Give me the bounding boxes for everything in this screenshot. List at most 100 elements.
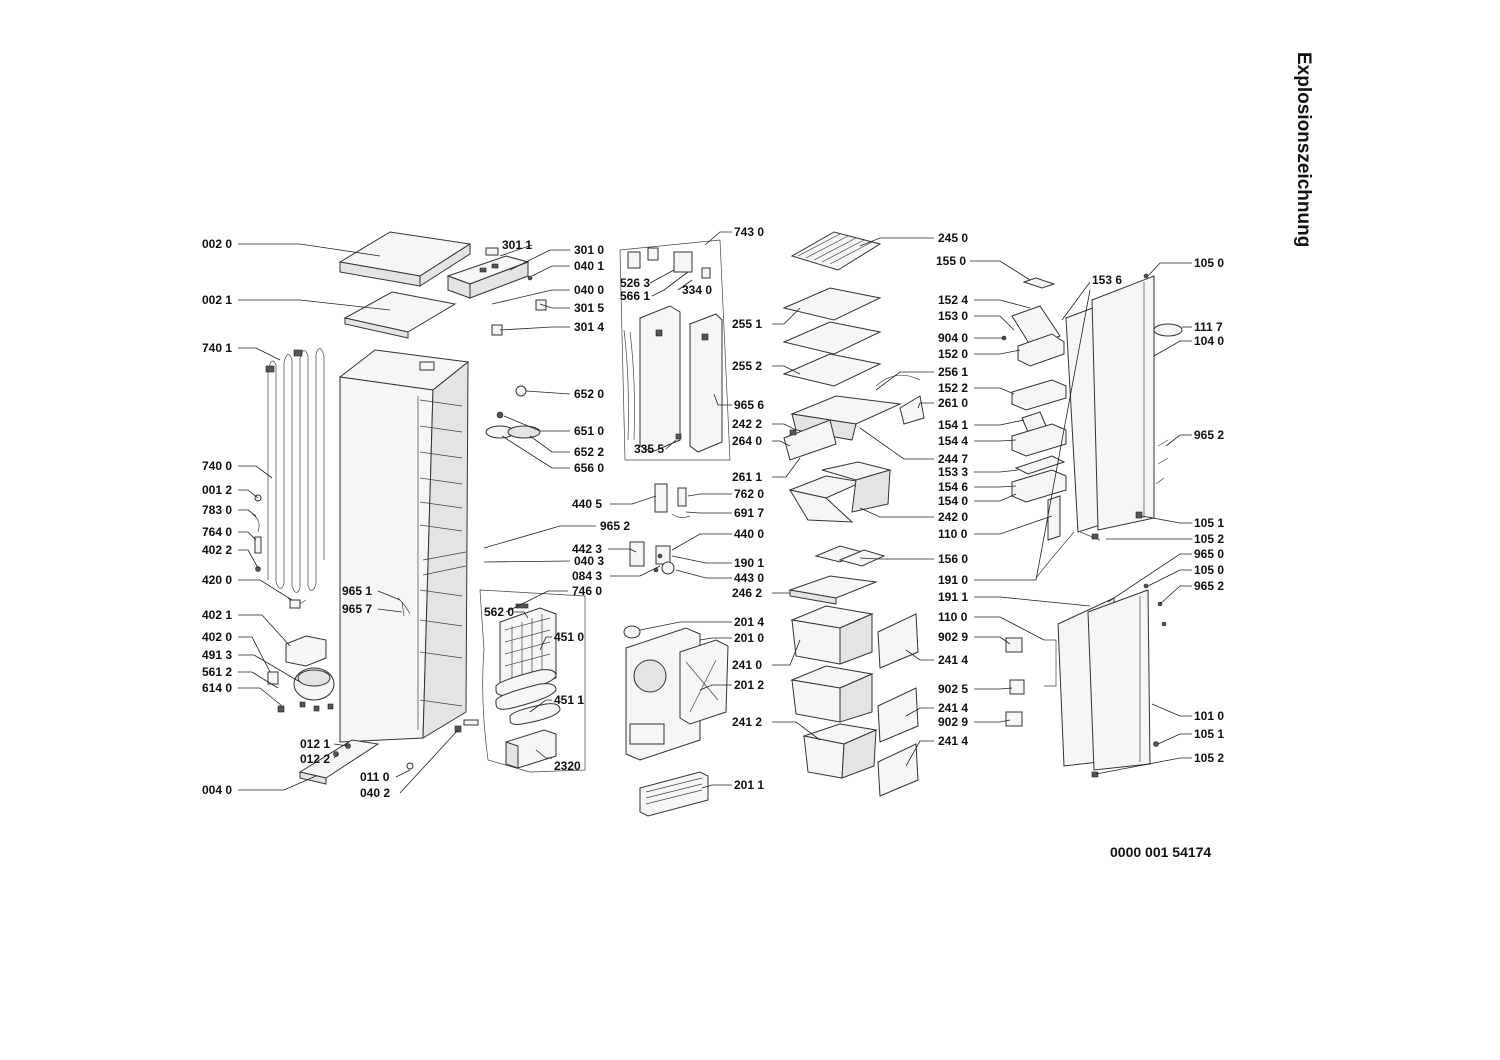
part-label: 402 2 [202,543,232,557]
part-label: 965 0 [1194,547,1224,561]
part-label: 191 0 [938,573,968,587]
part-label: 255 1 [732,317,762,331]
part-label: 301 4 [574,320,604,334]
part-label: 440 0 [734,527,764,541]
part-label: 110 0 [938,610,968,624]
part-label: 402 0 [202,630,232,644]
part-label: 614 0 [202,681,232,695]
part-label: 743 0 [734,225,764,239]
part-label: 040 0 [574,283,604,297]
base-plate-part [298,597,479,785]
part-label: 561 2 [202,665,232,679]
part-label: 241 4 [938,734,968,748]
part-label: 965 2 [1194,428,1224,442]
part-label: 155 0 [936,254,966,268]
shelf-rack-part [790,231,882,271]
drawer-fronts-part [877,613,919,797]
vegetable-drawer-part [788,461,892,523]
part-label: 105 1 [1194,516,1224,530]
part-label: 105 0 [1194,256,1224,270]
part-label: 740 0 [202,459,232,473]
part-label: 084 3 [572,569,602,583]
air-duct-part [619,239,731,461]
part-label: 101 0 [1194,709,1224,723]
part-label: 904 0 [938,331,968,345]
part-label: 011 0 [360,770,390,784]
top-cover-inner-part [343,291,457,339]
ice-tray-part [814,545,886,567]
freezer-outline-part [479,589,586,773]
part-label: 105 0 [1194,563,1224,577]
part-label: 242 0 [938,510,968,524]
part-label: 201 0 [734,631,764,645]
part-label: 154 0 [938,494,968,508]
part-label: 040 1 [574,259,604,273]
part-label: 004 0 [202,783,232,797]
part-label: 261 1 [732,470,762,484]
part-label: 110 0 [938,527,968,541]
part-label: 246 2 [732,586,762,600]
part-label: 002 1 [202,293,232,307]
part-label: 241 0 [732,658,762,672]
part-label: 902 9 [938,630,968,644]
part-label: 105 2 [1194,751,1224,765]
part-label: 656 0 [574,461,604,475]
part-label: 156 0 [938,552,968,566]
part-label: 301 5 [574,301,604,315]
part-label: 245 0 [938,231,968,245]
part-label: 562 0 [484,605,514,619]
part-label: 652 0 [574,387,604,401]
part-label: 152 0 [938,347,968,361]
part-label: 746 0 [572,584,602,598]
part-label: 191 1 [938,590,968,604]
part-label: 154 4 [938,434,968,448]
part-label: 002 0 [202,237,232,251]
part-label: 301 0 [574,243,604,257]
part-label: 783 0 [202,503,232,517]
part-label: 040 2 [360,786,390,800]
part-label: 001 2 [202,483,232,497]
fridge-door-part [1065,273,1183,540]
part-label: 241 2 [732,715,762,729]
part-label: 334 0 [682,283,712,297]
freezer-door-part [1005,583,1167,778]
fan-assembly-part [623,625,729,817]
part-label: 201 2 [734,678,764,692]
lamp-cover-part [629,483,691,575]
part-label: 201 1 [734,778,764,792]
part-label: 526 3 [620,276,650,290]
part-label: 152 2 [938,381,968,395]
part-label: 244 7 [938,452,968,466]
part-label: 965 7 [342,602,372,616]
part-label: 012 1 [300,737,330,751]
part-label: 440 5 [572,497,602,511]
part-label: 402 1 [202,608,232,622]
compressor-part [267,635,335,713]
condenser-coil-part [265,348,325,593]
part-label: 443 0 [734,571,764,585]
part-label: 153 3 [938,465,968,479]
part-label: 652 2 [574,445,604,459]
crisper-cover-part [783,374,925,461]
part-label: 451 1 [554,693,584,707]
parts-drawing [251,231,1183,817]
glass-shelves-part [782,287,882,387]
part-label: 965 6 [734,398,764,412]
part-label: 301 1 [502,238,532,252]
part-label: 241 4 [938,653,968,667]
part-label: 154 6 [938,480,968,494]
part-label: 740 1 [202,341,232,355]
part-label: 902 9 [938,715,968,729]
part-label: 190 1 [734,556,764,570]
part-label: 105 2 [1194,532,1224,546]
freezer-drawers-part [790,605,878,779]
part-label: 651 0 [574,424,604,438]
part-label: 153 0 [938,309,968,323]
part-label: 764 0 [202,525,232,539]
freezer-shelf-part [788,575,878,605]
part-number-labels: 002 0 002 1 740 1 740 0 001 2 783 0 764 … [202,225,1224,800]
part-label: 154 1 [938,418,968,432]
door-bins-part [1011,277,1067,541]
part-label: 201 4 [734,615,764,629]
part-label: 451 0 [554,630,584,644]
